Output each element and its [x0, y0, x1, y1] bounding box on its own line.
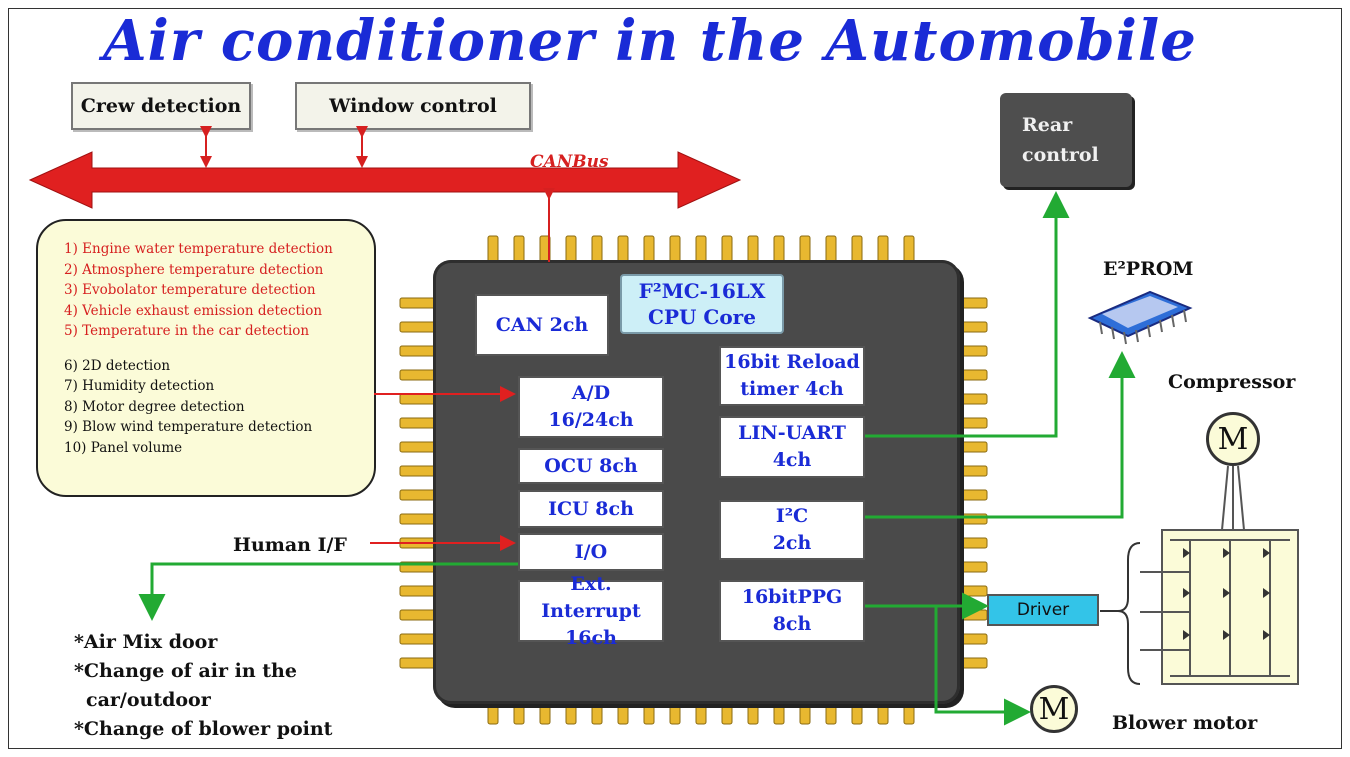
output-item: *Change of blower point [74, 718, 333, 740]
i2c-label: I²C [775, 505, 809, 527]
ad-label: A/D [571, 382, 611, 404]
output-item: car/outdoor [86, 689, 211, 711]
ad-channels: 16/24ch [548, 409, 634, 431]
io-block: I/O [518, 533, 664, 571]
sensor-item: 1) Engine water temperature detection [64, 241, 333, 257]
sensor-item: 8) Motor degree detection [64, 398, 245, 415]
canbus-arrow [28, 151, 742, 209]
crew-detection-label: Crew detection [80, 95, 242, 117]
sensor-item: 6) 2D detection [64, 357, 171, 374]
can-label: CAN 2ch [495, 313, 589, 336]
human-if-label: Human I/F [233, 534, 347, 556]
io-to-outputs-arrow [138, 562, 518, 621]
lin-to-rear-arrow [865, 191, 1070, 438]
sensor-item: 3) Evobolator temperature detection [64, 282, 316, 298]
diagram-title: Air conditioner in the Automobile [103, 8, 1197, 74]
ext-interrupt-channels: 16ch [565, 626, 617, 649]
compressor-label: Compressor [1168, 371, 1296, 393]
inverter-bridge [1140, 465, 1299, 685]
window-control-box: Window control [295, 82, 531, 130]
eeprom-label: E²PROM [1103, 258, 1194, 280]
ext-interrupt-block: Ext. Interrupt 16ch [518, 573, 664, 649]
sensor-item: 2) Atmosphere temperature detection [64, 261, 324, 278]
crew-detection-box: Crew detection [71, 82, 251, 130]
sensor-item: 9) Blow wind temperature detection [64, 419, 313, 435]
window-control-label: Window control [329, 95, 497, 117]
reload-timer-channels: timer 4ch [740, 378, 844, 400]
io-label: I/O [574, 540, 608, 563]
sensor-item: 7) Humidity detection [64, 378, 215, 394]
rear-control-chip: Rear control [1000, 93, 1132, 187]
output-item: *Change of air in the [74, 660, 297, 682]
i2c-channels: 2ch [772, 532, 812, 554]
ext-interrupt-label: Ext. Interrupt [541, 572, 641, 622]
output-item: *Air Mix door [74, 631, 218, 653]
i2c-to-eeprom-arrow [865, 351, 1136, 519]
sensor-item: 10) Panel volume [64, 439, 183, 456]
rear-control-label-2: control [1022, 144, 1099, 166]
motor-symbol: M [1217, 421, 1249, 457]
cpu-core-block: F²MC-16LX CPU Core [620, 274, 784, 334]
ppg-label: 16bitPPG [741, 586, 843, 608]
rear-control-label: Rear [1022, 114, 1073, 136]
ocu-label: OCU 8ch [544, 454, 638, 477]
ocu-block: OCU 8ch [518, 448, 664, 484]
lin-uart-block: LIN-UART 4ch [719, 416, 865, 478]
blower-motor-label: Blower motor [1112, 712, 1258, 734]
i2c-block: I²C 2ch [719, 500, 865, 560]
sensor-list: 1) Engine water temperature detection 2)… [36, 219, 376, 497]
reload-timer-block: 16bit Reload timer 4ch [719, 346, 865, 406]
driver-box: Driver [987, 594, 1099, 626]
lin-uart-channels: 4ch [772, 449, 812, 471]
eeprom-chip-icon [1087, 290, 1193, 345]
lin-uart-label: LIN-UART [738, 422, 846, 444]
icu-block: ICU 8ch [518, 490, 664, 528]
compressor-motor-icon: M [1206, 412, 1260, 466]
cpu-core-name: F²MC-16LX [638, 279, 766, 303]
icu-label: ICU 8ch [548, 497, 634, 520]
reload-timer-label: 16bit Reload [724, 351, 860, 373]
driver-label: Driver [1016, 600, 1070, 620]
cpu-core-label: CPU Core [648, 305, 756, 329]
outputs-list: *Air Mix door *Change of air in the car/… [74, 628, 332, 744]
can-block: CAN 2ch [475, 294, 609, 356]
canbus-label: CANBus [530, 152, 609, 172]
sensor-item: 4) Vehicle exhaust emission detection [64, 302, 323, 319]
diagram-frame [8, 8, 1342, 749]
ppg-channels: 8ch [772, 613, 812, 635]
ppg-to-blower-arrow [934, 606, 1031, 726]
blower-motor-icon: M [1030, 685, 1078, 733]
motor-symbol: M [1038, 691, 1070, 727]
sensor-item: 5) Temperature in the car detection [64, 323, 310, 339]
ad-block: A/D 16/24ch [518, 376, 664, 438]
driver-brace [1100, 542, 1141, 685]
ppg-block: 16bitPPG 8ch [719, 580, 865, 642]
